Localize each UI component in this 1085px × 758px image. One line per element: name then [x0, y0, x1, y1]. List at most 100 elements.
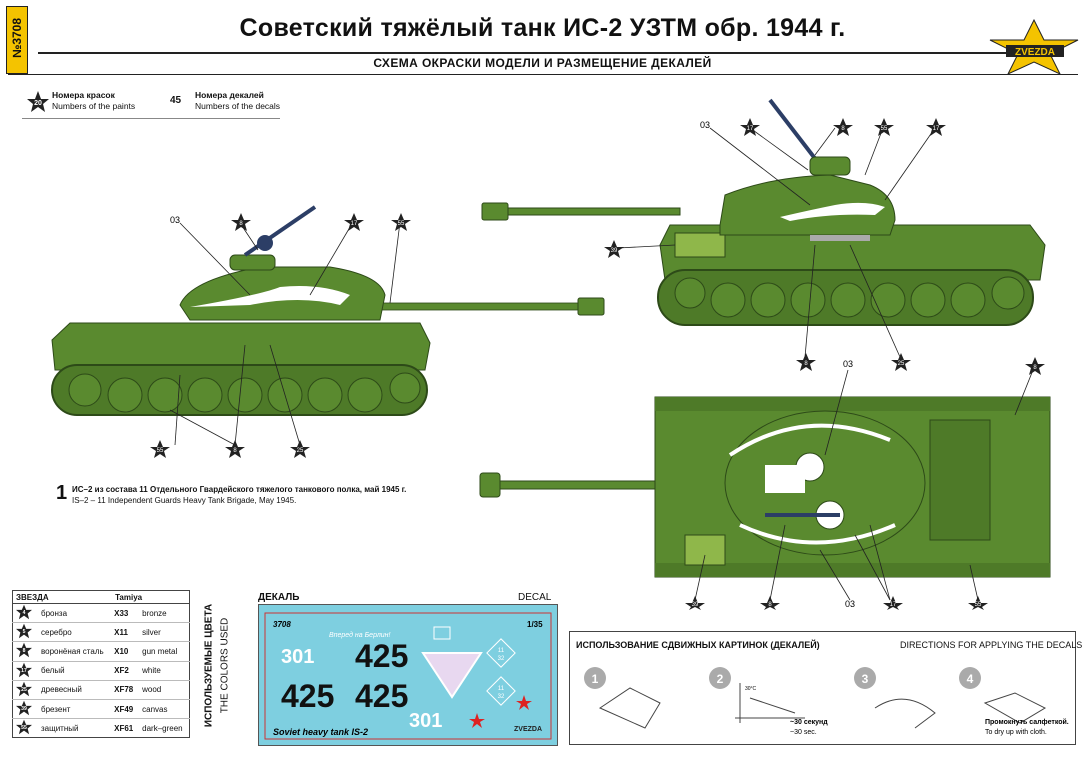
callout-star-8-bottom: 8 — [225, 440, 245, 458]
color-row: 5 серебро X11 silver — [12, 622, 190, 642]
colors-header-zvezda: ЗВЕЗДА — [12, 590, 113, 604]
color-name-ru: воронёная сталь — [39, 641, 113, 662]
svg-text:32: 32 — [498, 656, 505, 662]
paint-star-icon: 5 — [12, 622, 39, 642]
svg-text:17: 17 — [933, 126, 940, 132]
svg-text:3: 3 — [862, 672, 869, 686]
svg-text:3708: 3708 — [273, 620, 291, 629]
color-row: 4 бронза X33 bronze — [12, 602, 190, 623]
tank-top-view: 03 8 39 8 03 17 55 — [479, 357, 1051, 610]
legend — [22, 86, 280, 119]
paint-star-icon: 25 — [12, 679, 39, 700]
color-name-en: dark–green — [140, 718, 190, 738]
colors-vertical-en: THE COLORS USED — [219, 617, 231, 714]
svg-text:8: 8 — [239, 221, 243, 227]
svg-text:8: 8 — [804, 361, 808, 367]
callout-star-17: 17 — [344, 213, 364, 231]
callout-star-39: 39 — [604, 240, 624, 258]
svg-text:301: 301 — [281, 646, 314, 668]
tamiya-code: XF2 — [112, 660, 141, 681]
callout-star-55: 55 — [391, 213, 411, 231]
color-name-en: gun metal — [140, 641, 190, 662]
scheme-caption-en: IS–2 – 11 Independent Guards Heavy Tank … — [72, 496, 297, 505]
tank-left-side-view: 03 8 17 55 55 8 25 — [51, 205, 605, 458]
svg-text:55: 55 — [21, 725, 27, 731]
tamiya-code: XF61 — [112, 718, 141, 738]
svg-text:17: 17 — [351, 221, 358, 227]
svg-text:17: 17 — [747, 126, 754, 132]
color-name-ru: древесный — [39, 679, 113, 700]
paint-star-icon: 55 — [12, 718, 39, 738]
svg-text:301: 301 — [409, 710, 442, 732]
callout-star-55: 55 — [874, 118, 894, 136]
svg-text:25: 25 — [898, 361, 905, 367]
color-name-en: wood — [140, 679, 190, 700]
title-divider — [38, 52, 1038, 54]
color-name-en: bronze — [140, 602, 190, 623]
svg-text:425: 425 — [355, 678, 408, 714]
svg-text:425: 425 — [355, 638, 408, 674]
callout-03: 03 — [700, 120, 710, 130]
svg-text:39: 39 — [611, 248, 618, 254]
svg-text:55: 55 — [975, 602, 982, 608]
decal-label-en: DECAL — [518, 592, 552, 603]
svg-text:~30 sec.: ~30 sec. — [790, 729, 817, 736]
color-name-en: silver — [140, 622, 190, 642]
svg-text:11: 11 — [498, 686, 505, 692]
svg-text:8: 8 — [233, 448, 237, 454]
color-row: 8 воронёная сталь X10 gun metal — [12, 641, 190, 662]
colors-header-tamiya: Tamiya — [112, 590, 190, 604]
callout-star-55-top: 55 — [968, 596, 988, 610]
svg-text:~30 секунд: ~30 секунд — [790, 719, 828, 726]
callout-star-25: 25 — [290, 440, 310, 458]
svg-text:17: 17 — [21, 668, 27, 674]
svg-text:55: 55 — [157, 448, 164, 454]
page-title: Советский тяжёлый танк ИС-2 УЗТМ обр. 19… — [239, 14, 846, 42]
svg-text:17: 17 — [890, 602, 897, 608]
color-name-ru: брезент — [39, 698, 113, 719]
color-row: 17 белый XF2 white — [12, 660, 190, 681]
color-name-en: white — [140, 660, 190, 681]
scheme-number: 1 — [56, 482, 68, 504]
svg-text:25: 25 — [297, 448, 304, 454]
callout-star-8-top: 8 — [1025, 357, 1045, 375]
paint-star-icon: 4 — [12, 602, 39, 623]
callout-star-8: 8 — [231, 213, 251, 231]
callout-03-top: 03 — [843, 359, 853, 369]
tamiya-code: X33 — [112, 602, 141, 623]
svg-text:8: 8 — [768, 602, 772, 608]
color-name-ru: серебро — [39, 622, 113, 642]
color-name-ru: защитный — [39, 718, 113, 738]
callout-star-8-bottom-top: 8 — [760, 596, 780, 610]
catalog-number-tab: №3708 — [6, 6, 28, 74]
brand-text: ZVEZDA — [1015, 47, 1055, 58]
color-row: 25 древесный XF78 wood — [12, 679, 190, 700]
svg-text:4: 4 — [967, 672, 974, 686]
color-row: 39 брезент XF49 canvas — [12, 698, 190, 719]
callout-star-8: 8 — [833, 118, 853, 136]
svg-text:30°C: 30°C — [745, 686, 757, 692]
svg-text:425: 425 — [281, 678, 334, 714]
paint-star-icon: 8 — [12, 641, 39, 662]
svg-text:Soviet heavy tank IS-2: Soviet heavy tank IS-2 — [273, 727, 368, 737]
svg-text:32: 32 — [498, 694, 505, 700]
callout-star-39-top: 39 — [685, 596, 705, 610]
svg-text:Промокнуть салфеткой.: Промокнуть салфеткой. — [985, 718, 1069, 726]
callout-star-25: 25 — [891, 353, 911, 371]
decal-sheet: 3708 1/35 Вперед на Берлин! 301 425 425 … — [258, 604, 558, 746]
decal-directions — [569, 631, 1076, 745]
callout-star-8-bottom: 8 — [796, 353, 816, 371]
svg-text:1/35: 1/35 — [527, 620, 543, 629]
tank-right-side-view: 03 17 8 55 17 39 8 25 — [481, 98, 1046, 371]
callout-star-55-bottom: 55 — [150, 440, 170, 458]
tamiya-code: X11 — [112, 622, 141, 642]
decal-label-en: Numbers of the decals — [195, 101, 281, 111]
tamiya-code: X10 — [112, 641, 141, 662]
svg-text:Вперед на Берлин!: Вперед на Берлин! — [329, 631, 391, 639]
svg-text:39: 39 — [692, 602, 699, 608]
tamiya-code: XF78 — [112, 679, 141, 700]
svg-text:39: 39 — [21, 706, 27, 712]
scheme-caption-ru: ИС–2 из состава 11 Отдельного Гвардейско… — [72, 485, 407, 494]
directions-title-ru: ИСПОЛЬЗОВАНИЕ СДВИЖНЫХ КАРТИНОК (ДЕКАЛЕЙ… — [576, 640, 820, 650]
paint-label-en: Numbers of the paints — [52, 101, 136, 111]
